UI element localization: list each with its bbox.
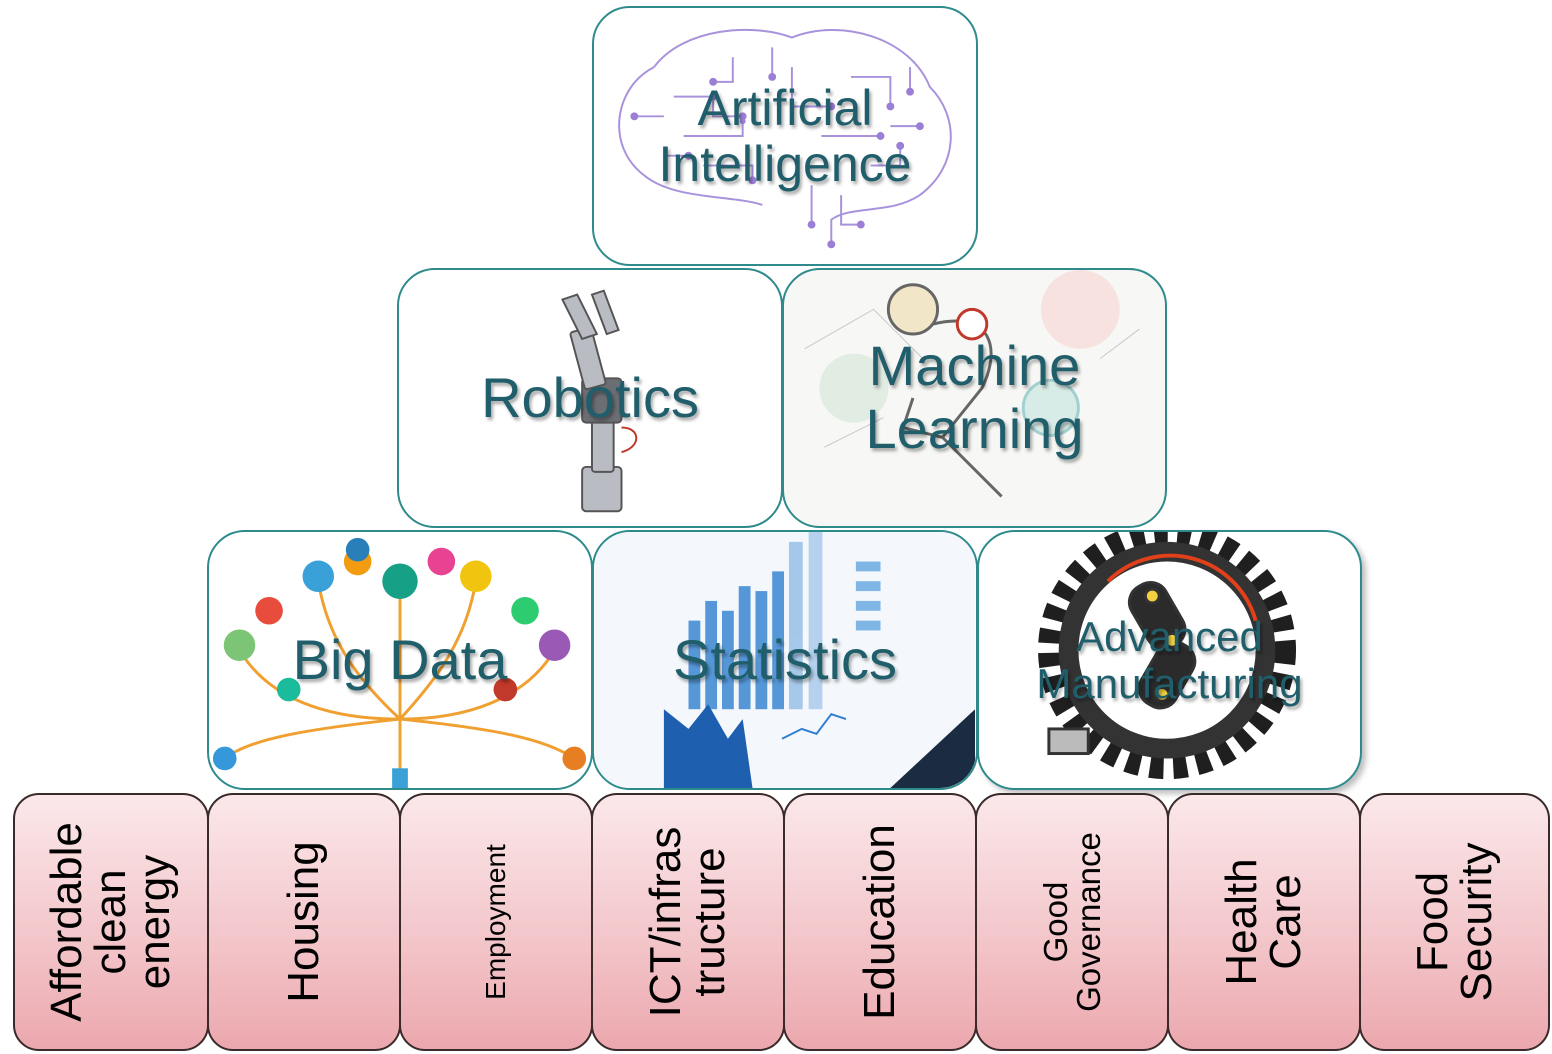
robot-arm-icon <box>561 289 638 513</box>
pillar-label: Employment <box>480 844 511 1000</box>
big-data-label: Big Data <box>292 627 508 691</box>
statistics-label: Statistics <box>672 627 898 691</box>
brain-circuit-icon <box>618 28 952 249</box>
pillar-ict-infrastructure: ICT/infras tructure <box>591 793 785 1051</box>
pillar-label: Good Governance <box>1037 832 1107 1012</box>
pillar-label: Affordable clean energy <box>42 822 179 1022</box>
bar-chart-icon <box>594 532 976 788</box>
pillar-education: Education <box>783 793 977 1051</box>
statistics-tile: Statistics <box>592 530 978 790</box>
robotics-label: Robotics <box>481 365 699 429</box>
data-tree-icon <box>212 537 587 788</box>
pillar-label: ICT/infras tructure <box>641 826 734 1018</box>
pillar-label: Housing <box>279 841 328 1003</box>
pillar-good-governance: Good Governance <box>975 793 1169 1051</box>
big-data-tile: Big Data <box>207 530 593 790</box>
pillar-housing: Housing <box>207 793 401 1051</box>
machine-learning-tile: Machine Learning <box>782 268 1167 528</box>
ai-label: Artificial Intelligence <box>658 80 912 192</box>
advanced-manufacturing-label: Advanced Manufacturing <box>1036 612 1303 707</box>
pillar-food-security: Food Security <box>1359 793 1550 1051</box>
pillar-employment: Employment <box>399 793 593 1051</box>
gear-robot-arm-icon <box>1038 532 1296 780</box>
robot-figure-icon <box>804 270 1140 498</box>
pillar-label: Health Care <box>1217 858 1310 986</box>
ai-tile: Artificial Intelligence <box>592 6 978 266</box>
advanced-manufacturing-tile: Advanced Manufacturing <box>977 530 1362 790</box>
pillar-label: Food Security <box>1407 842 1501 1002</box>
robotics-tile: Robotics <box>397 268 783 528</box>
pillar-affordable-clean-energy: Affordable clean energy <box>13 793 209 1051</box>
pillar-health-care: Health Care <box>1167 793 1361 1051</box>
pillar-label: Education <box>855 824 904 1020</box>
machine-learning-label: Machine Learning <box>865 334 1084 460</box>
